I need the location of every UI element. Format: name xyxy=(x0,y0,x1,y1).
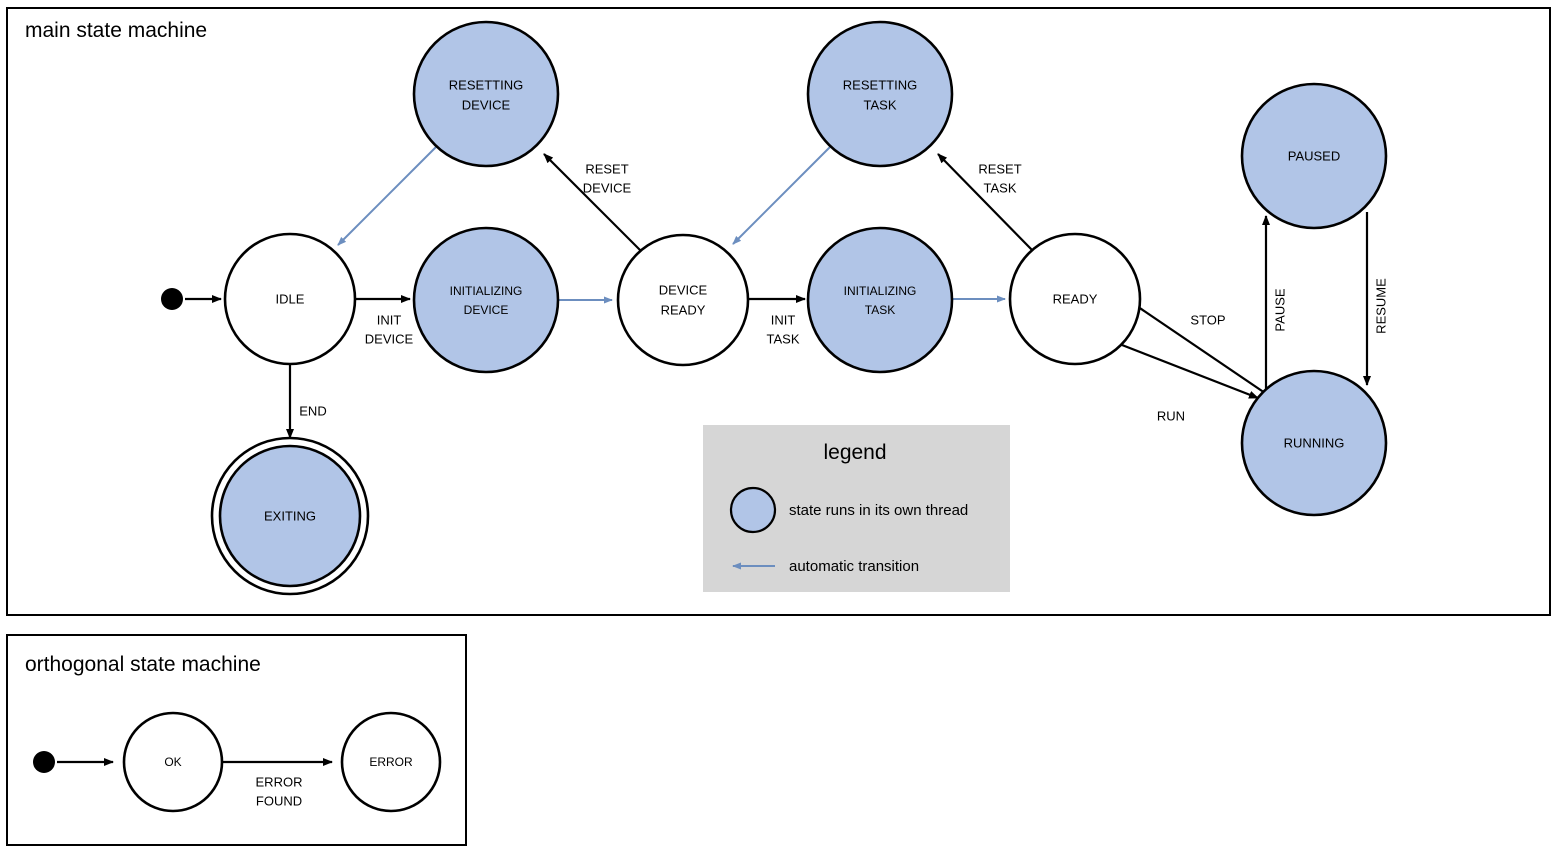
state-initializing-device-label-line2: DEVICE xyxy=(464,303,509,317)
state-initializing-task[interactable]: INITIALIZING TASK xyxy=(806,226,954,374)
transition-paused-to-running: RESUME xyxy=(1363,212,1388,386)
transition-device-ready-to-initializing-task: INIT TASK xyxy=(748,295,806,346)
edge-label-resume: RESUME xyxy=(1373,278,1388,334)
edge-label-reset-device-line2: DEVICE xyxy=(583,180,632,195)
state-running-label: RUNNING xyxy=(1284,435,1345,450)
state-running[interactable]: RUNNING xyxy=(1240,369,1388,517)
edge-label-init-task-line2: TASK xyxy=(767,331,800,346)
state-device-ready-label-line1: DEVICE xyxy=(659,282,708,297)
state-ready[interactable]: READY xyxy=(1008,232,1142,366)
transition-ok-to-error: ERROR FOUND xyxy=(222,758,333,808)
main-frame-title: main state machine xyxy=(25,19,207,42)
state-exiting[interactable]: EXITING xyxy=(210,436,370,596)
edge-label-init-task-line1: INIT xyxy=(771,312,796,327)
state-ok-label: OK xyxy=(164,755,181,769)
state-initializing-device[interactable]: INITIALIZING DEVICE xyxy=(412,226,560,374)
transition-resetting-device-to-idle xyxy=(337,146,437,246)
state-initializing-task-label-line2: TASK xyxy=(865,303,895,317)
orthogonal-frame-title: orthogonal state machine xyxy=(25,653,261,676)
edge-label-reset-task-line1: RESET xyxy=(978,161,1021,176)
edge-label-pause: PAUSE xyxy=(1272,288,1287,331)
main-initial-state-dot xyxy=(161,288,183,310)
legend: legend state runs in its own thread auto… xyxy=(703,425,1010,592)
state-resetting-device[interactable]: RESETTING DEVICE xyxy=(412,20,560,168)
legend-item-thread-state-text: state runs in its own thread xyxy=(789,502,968,519)
state-resetting-device-label-line2: DEVICE xyxy=(462,97,511,112)
state-resetting-task[interactable]: RESETTING TASK xyxy=(806,20,954,168)
state-error-label: ERROR xyxy=(369,755,413,769)
transition-device-ready-to-resetting-device: RESET DEVICE xyxy=(543,153,642,252)
state-ready-label: READY xyxy=(1053,291,1098,306)
state-idle[interactable]: IDLE xyxy=(223,232,357,366)
state-device-ready-label-line2: READY xyxy=(661,302,706,317)
edge-label-stop: STOP xyxy=(1190,312,1225,327)
orthogonal-initial-state-dot xyxy=(33,751,55,773)
state-error[interactable]: ERROR xyxy=(340,711,442,813)
edge-label-error-found-line1: ERROR xyxy=(256,774,303,789)
edge-label-reset-task-line2: TASK xyxy=(984,180,1017,195)
state-paused[interactable]: PAUSED xyxy=(1240,82,1388,230)
edge-label-error-found-line2: FOUND xyxy=(256,793,302,808)
legend-title: legend xyxy=(823,441,886,464)
transition-ready-to-resetting-task: RESET TASK xyxy=(937,153,1034,252)
state-resetting-task-label-line1: RESETTING xyxy=(843,77,917,92)
transition-idle-to-exiting: END xyxy=(286,364,327,439)
state-resetting-task-label-line2: TASK xyxy=(864,97,897,112)
edge-label-reset-device-line1: RESET xyxy=(585,161,628,176)
state-initializing-device-label-line1: INITIALIZING xyxy=(450,284,523,298)
state-initializing-task-label-line1: INITIALIZING xyxy=(844,284,917,298)
state-idle-label: IDLE xyxy=(276,291,305,306)
transition-running-to-paused: PAUSE xyxy=(1262,215,1287,390)
edge-label-run: RUN xyxy=(1157,408,1185,423)
state-device-ready[interactable]: DEVICE READY xyxy=(616,233,750,367)
legend-item-automatic-transition-text: automatic transition xyxy=(789,558,919,575)
transition-ready-to-running: RUN xyxy=(1121,343,1259,423)
transition-idle-to-initializing-device: INIT DEVICE xyxy=(355,295,414,346)
edge-label-init-device-line2: DEVICE xyxy=(365,331,414,346)
transition-running-to-ready: STOP xyxy=(1127,299,1266,394)
state-paused-label: PAUSED xyxy=(1288,148,1341,163)
state-ok[interactable]: OK xyxy=(122,711,224,813)
final-state-outer-ring xyxy=(210,436,370,596)
edge-label-end: END xyxy=(299,403,326,418)
state-resetting-device-label-line1: RESETTING xyxy=(449,77,523,92)
legend-thread-state-swatch-icon xyxy=(729,486,777,534)
transition-resetting-task-to-device-ready xyxy=(732,146,831,245)
state-exiting-label: EXITING xyxy=(264,508,316,523)
edge-label-init-device-line1: INIT xyxy=(377,312,402,327)
